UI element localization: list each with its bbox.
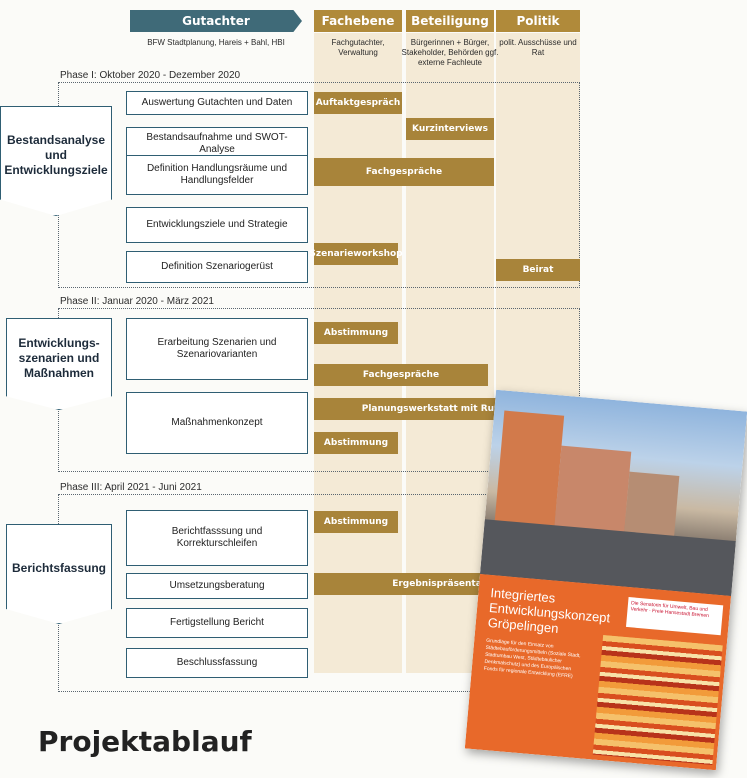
- column-sub-beteiligung: Bürgerinnen + Bürger, Stakeholder, Behör…: [401, 38, 499, 67]
- bar-abstimmung-3: Abstimmung: [314, 511, 398, 533]
- bar-fachgespraeche-1: Fachgespräche: [314, 158, 494, 186]
- column-header-beteiligung: Beteiligung: [406, 10, 494, 32]
- bar-abstimmung-1: Abstimmung: [314, 322, 398, 344]
- brochure-cover: Integriertes Entwicklungskonzept Gröpeli…: [464, 389, 747, 771]
- bar-szenarieworkshop: Szenarieworkshop: [309, 243, 403, 265]
- bar-fachgespraeche-2: Fachgespräche: [314, 364, 488, 386]
- fachebene-band: [314, 33, 402, 673]
- bar-beirat: Beirat: [496, 259, 580, 281]
- task-auswertung: Auswertung Gutachten und Daten: [126, 91, 308, 115]
- building-shape: [493, 410, 565, 536]
- brochure-stripes: [592, 634, 723, 765]
- bar-abstimmung-2: Abstimmung: [314, 432, 398, 454]
- phase-2-label: Phase II: Januar 2020 - März 2021: [60, 296, 214, 307]
- task-entwicklungsziele: Entwicklungsziele und Strategie: [126, 207, 308, 243]
- column-header-gutachter: Gutachter: [130, 10, 302, 32]
- bar-kurzinterviews: Kurzinterviews: [406, 118, 494, 140]
- task-beschlussfassung: Beschlussfassung: [126, 648, 308, 678]
- page-title: Projektablauf: [38, 725, 252, 758]
- task-umsetzungsberatung: Umsetzungsberatung: [126, 573, 308, 599]
- bar-auftaktgespraech: Auftaktgespräch: [314, 92, 402, 114]
- column-sub-gutachter: BFW Stadtplanung, Hareis + Bahl, HBI: [147, 38, 285, 47]
- phase-2-side-label: Entwicklungs-szenarien und Maßnahmen: [6, 318, 112, 410]
- task-massnahmenkonzept: Maßnahmenkonzept: [126, 392, 308, 454]
- column-sub-politik: polit. Ausschüsse und Rat: [499, 38, 577, 57]
- task-fertigstellung: Fertigstellung Bericht: [126, 608, 308, 638]
- phase-3-side-label: Berichtsfassung: [6, 524, 112, 624]
- task-szenarien: Erarbeitung Szenarien und Szenariovarian…: [126, 318, 308, 380]
- column-header-fachebene: Fachebene: [314, 10, 402, 32]
- column-sub-fachebene: Fachgutachter, Verwaltung: [331, 38, 385, 57]
- phase-1-label: Phase I: Oktober 2020 - Dezember 2020: [60, 70, 241, 81]
- column-header-politik: Politik: [496, 10, 580, 32]
- task-handlungsraeume: Definition Handlungsräume und Handlungsf…: [126, 155, 308, 195]
- task-szenariogeruest: Definition Szenariogerüst: [126, 251, 308, 283]
- task-berichtfassung: Berichtfasssung und Korrekturschleifen: [126, 510, 308, 566]
- phase-1-side-label: Bestandsanalyse und Entwicklungsziele: [0, 106, 112, 216]
- phase-3-label: Phase III: April 2021 - Juni 2021: [60, 482, 202, 493]
